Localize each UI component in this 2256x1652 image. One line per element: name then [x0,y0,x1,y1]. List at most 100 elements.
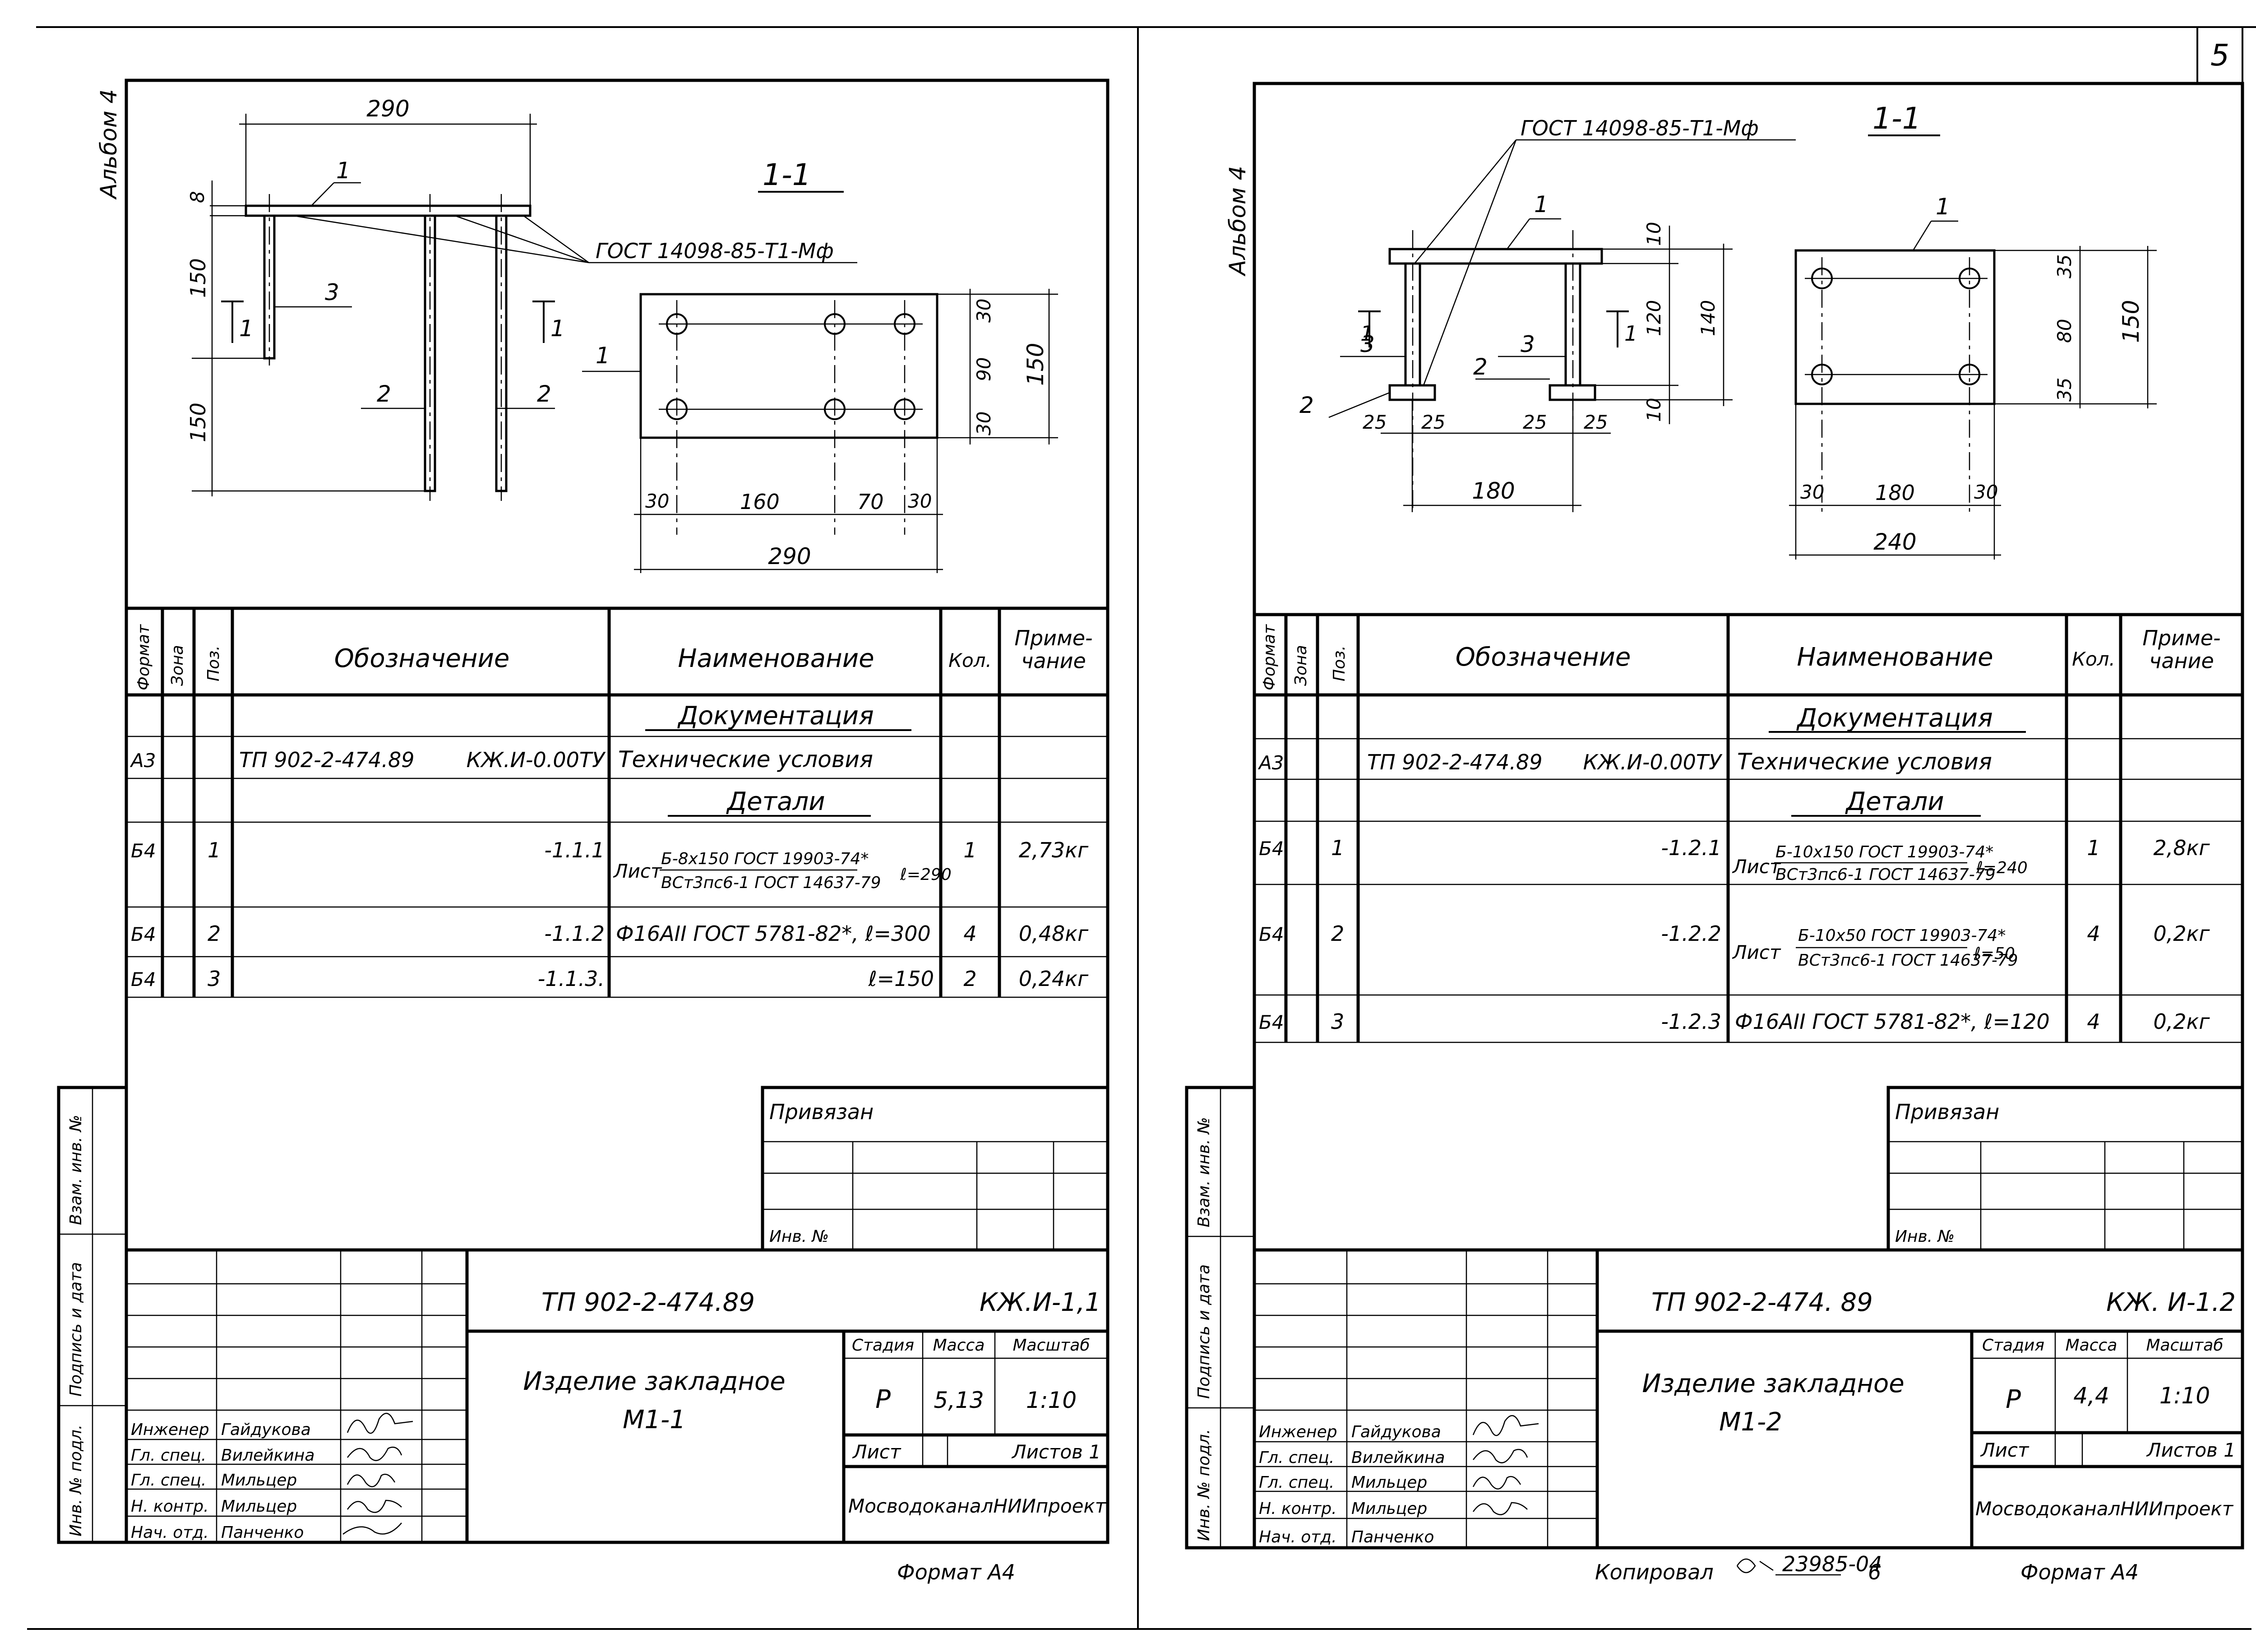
right-spec-name: Лист [1732,856,1781,878]
left-spec-designation: КЖ.И-0.00ТУ [467,748,606,772]
right-footer-doc-num: 23985-04 [1782,1552,1882,1576]
right-spec-format: А3 [1257,752,1284,774]
right-side-stamp-label: Взам. инв. № [1195,1117,1213,1227]
left-dim-150-lower: 150 [186,403,210,442]
right-bound-block: Привязан Инв. № [1886,1086,2244,1252]
right-spec-name: Лист [1732,941,1781,963]
right-tb-code: ТП 902-2-474. 89 [1651,1288,1873,1317]
right-elevation-view: ГОСТ 14098-85-Т1-Мф 1-1 1 3 3 2 2 1 1 [1299,101,1940,512]
right-dim-10-top: 10 [1643,222,1665,246]
right-album-label: Альбом 4 [1225,166,1251,277]
right-spec-name: ВСт3пс6-1 ГОСТ 14637-79 [1775,865,1996,884]
right-plan-view: 1 35 80 35 150 30 180 30 240 [1789,194,2157,560]
right-spec-h-pos: Поз. [1330,645,1349,681]
right-signature [1472,1502,1528,1515]
right-tb-stage: Р [2006,1385,2021,1414]
left-spec-designation: -1.1.3. [538,967,605,991]
left-spec-name: ВСт3пс6-1 ГОСТ 14637-79 [661,874,881,892]
right-spec-name: ВСт3пс6-1 ГОСТ 14637-79 [1798,951,2018,970]
right-tb-scale-h: Масштаб [2146,1336,2223,1355]
left-spec-format: Б4 [131,968,156,990]
right-dim-30-b: 30 [1974,481,1998,503]
right-dim-120: 120 [1643,300,1665,336]
right-spec-h-name: Наименование [1797,643,1993,672]
right-dim-35-bottom: 35 [2053,378,2076,402]
right-dim-25-a: 25 [1363,411,1387,433]
right-spec-name: Б-10х50 ГОСТ 19903-74* [1798,926,2006,945]
right-spec-section-parts: Детали [1845,787,1944,816]
left-dim-160: 160 [740,490,780,514]
left-spec-name: Лист [613,860,662,882]
right-spec-name: ℓ=50 [1974,944,2015,963]
right-spec-note: 2,8кг [2153,836,2210,860]
right-spec-designation: -1.2.2 [1661,921,1721,946]
left-spec-format: Б4 [131,840,156,862]
right-pos-label-1: 1 [1534,191,1549,217]
right-role: Н. контр. [1259,1499,1337,1518]
right-leader-line [1912,221,1932,251]
left-tb-sheet-h: Лист [852,1441,901,1463]
right-copier-monogram [1736,1558,1774,1573]
left-spec-designation: -1.1.2 [544,921,605,946]
left-dim-150-plate: 150 [1022,343,1049,386]
left-spec-name: Технические условия [618,746,873,773]
right-weld-leader [1414,139,1516,264]
right-dim-25-c: 25 [1523,411,1547,433]
left-spec-h-designation: Обозначение [334,644,510,673]
left-role: Гл. спец. [131,1471,206,1490]
right-tb-sheet-code: КЖ. И-1.2 [2106,1288,2236,1317]
left-spec-note: 2,73кг [1019,838,1089,862]
left-spec-pos: 3 [208,967,221,991]
left-spec-h-format: Формат [134,624,153,690]
left-spec-qty: 1 [963,838,976,862]
left-role-name: Гайдукова [221,1421,311,1439]
left-title-block: Инженер Гайдукова Гл. спец. Вилейкина Гл… [126,1248,1108,1542]
left-bound-title: Привязан [769,1100,874,1124]
left-spec-name: ℓ=290 [900,865,952,884]
left-dim-30-a: 30 [645,490,669,512]
left-spec-format: Б4 [131,923,156,945]
left-footer-format: Формат А4 [897,1560,1015,1584]
right-spec-designation: -1.2.3 [1661,1009,1721,1034]
right-plate-plan [1794,249,1996,405]
right-dim-150-plate: 150 [2118,300,2144,343]
left-tb-sheet-code: КЖ.И-1,1 [980,1288,1101,1317]
left-spec-qty: 2 [963,967,976,991]
right-tb-mass: 4,4 [2073,1383,2109,1409]
right-spec-pos: 3 [1331,1009,1344,1034]
sheet-number-box: 5 [2196,26,2243,84]
right-pos-label-1-plan: 1 [1936,194,1950,220]
right-pos-label-2b: 2 [1473,354,1488,380]
right-pos-label-3b: 3 [1521,331,1535,357]
right-pos-label-3a: 3 [1360,331,1375,357]
left-pos-label-2a: 2 [377,381,391,407]
left-spec-qty: 4 [963,921,976,946]
right-weld-leader [1423,139,1517,386]
left-spec-format: А3 [129,750,156,772]
right-bound-inv: Инв. № [1895,1227,1955,1246]
right-role-name: Мильцер [1351,1499,1427,1518]
left-tb-mass: 5,13 [934,1387,984,1413]
right-dim-25-d: 25 [1584,411,1608,433]
right-spec-qty: 4 [2087,921,2100,946]
left-role: Инженер [131,1421,209,1439]
left-dim-290-top: 290 [366,96,409,122]
left-sheet: Альбом 4 290 8 150 150 [57,79,1110,1584]
left-cut-label-a: 1 [239,315,254,342]
right-section-title: 1-1 [1872,101,1921,136]
left-spec-name: Ф16АII ГОСТ 5781-82*, ℓ=300 [616,921,931,946]
right-frame [1253,82,2244,1550]
right-footer: Копировал 23985-04 6 Формат А4 [1595,1552,2139,1584]
left-dim-30-top: 30 [973,299,995,323]
left-spec-h-pos: Поз. [204,645,223,681]
left-dim-8: 8 [186,191,208,203]
left-bound-inv: Инв. № [769,1227,829,1246]
right-spec-h-format: Формат [1260,624,1279,690]
right-role: Инженер [1259,1423,1337,1441]
left-spec-pos: 1 [208,838,221,862]
left-role-name: Мильцер [221,1471,297,1490]
right-tb-item-mark: М1-2 [1719,1407,1782,1437]
left-tb-stage: Р [875,1385,891,1414]
right-tb-org: МосводоканалНИИпроект [1975,1498,2234,1520]
